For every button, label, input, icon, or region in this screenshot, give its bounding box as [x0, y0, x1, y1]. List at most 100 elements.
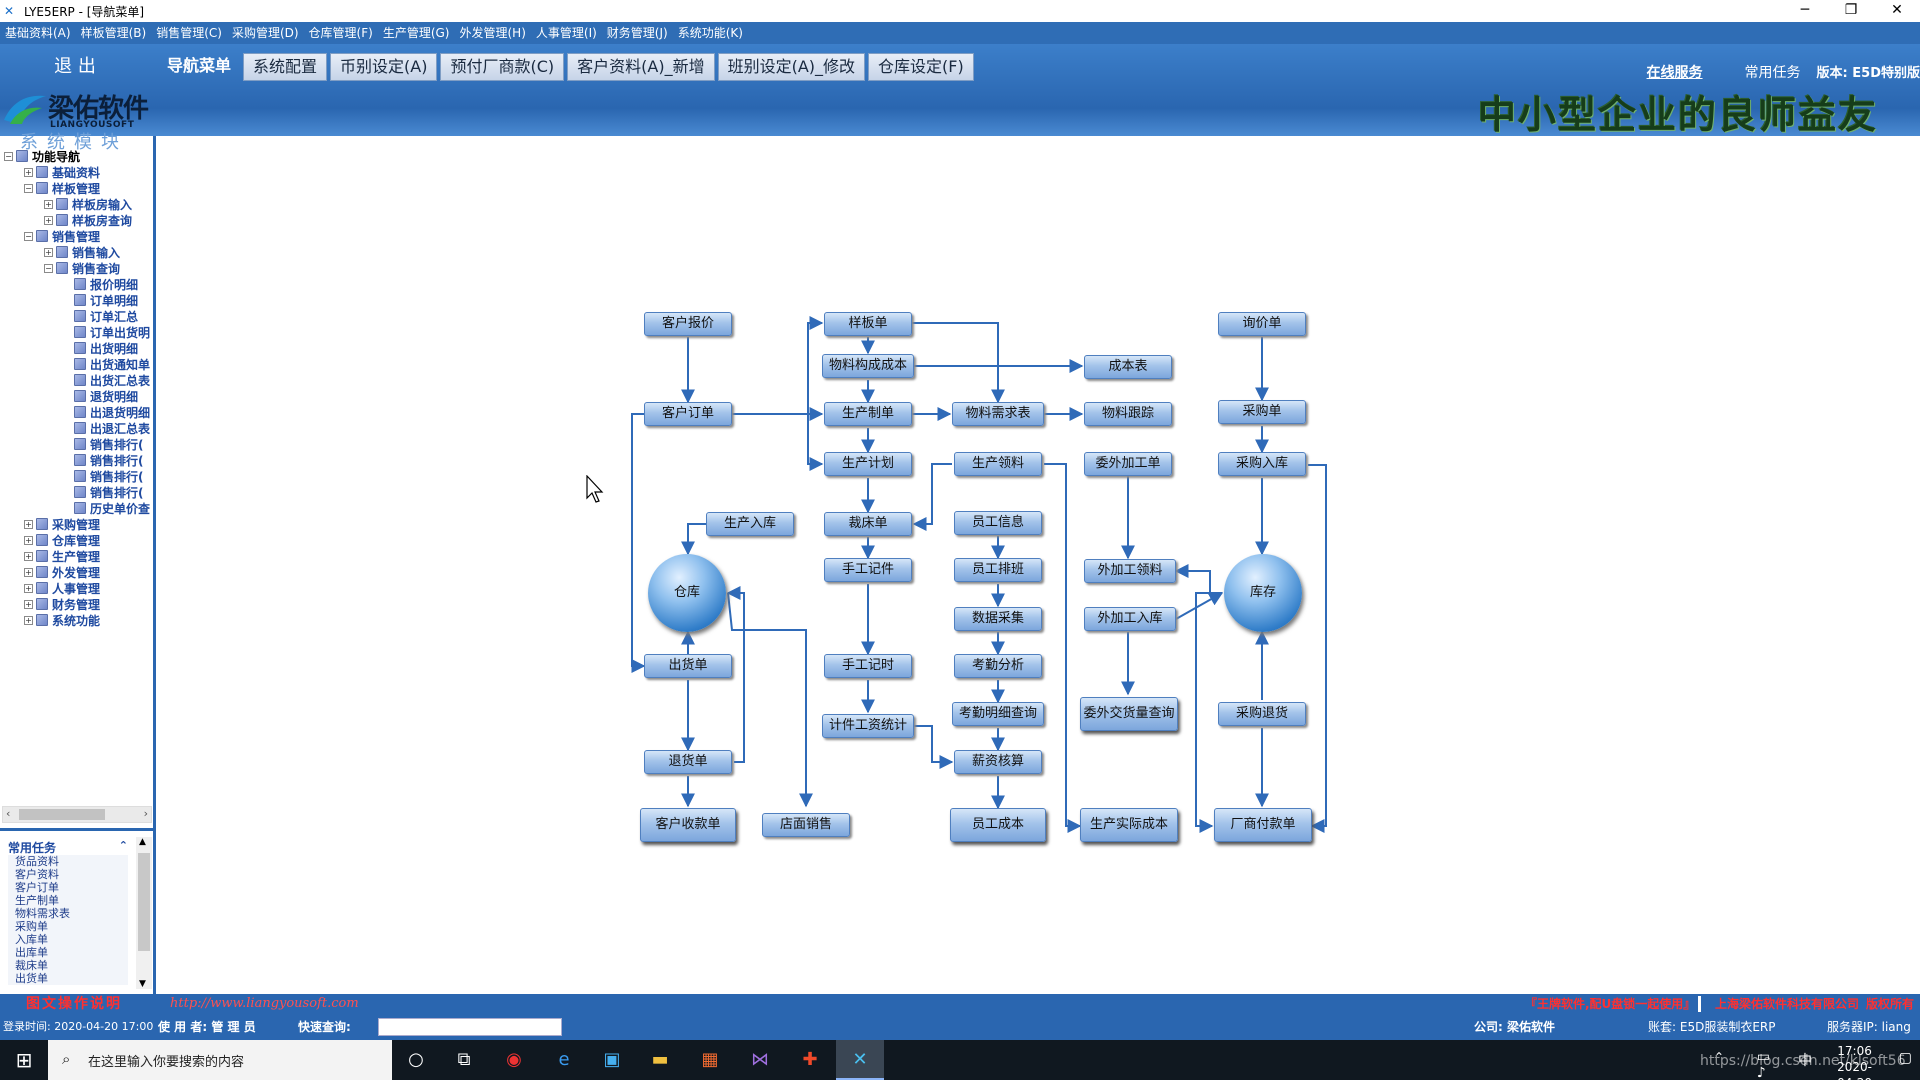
flow-node-purchase-return[interactable]: 采购退货: [1218, 702, 1306, 726]
clock[interactable]: 17:06 2020-04-20: [1837, 1043, 1872, 1080]
expand-icon[interactable]: +: [44, 199, 53, 209]
tree-node[interactable]: 历史单价查: [62, 500, 150, 516]
tree-node[interactable]: −样板管理: [24, 180, 100, 196]
tray-expand-icon[interactable]: ⌃: [1713, 1050, 1724, 1064]
flow-node-material-cost[interactable]: 物料构成成本: [822, 354, 914, 378]
tree-node[interactable]: 出货明细: [62, 340, 138, 356]
flow-node-cost-table[interactable]: 成本表: [1084, 355, 1172, 379]
expand-icon[interactable]: +: [24, 167, 33, 177]
flow-node-manual-piece[interactable]: 手工记件: [824, 558, 912, 582]
taskbar-search[interactable]: ⌕ 在这里输入你要搜索的内容: [48, 1040, 392, 1080]
menu-item[interactable]: 生产管理(G): [382, 26, 450, 40]
menu-item[interactable]: 人事管理(I): [535, 26, 597, 40]
tree-node[interactable]: 报价明细: [62, 276, 138, 292]
store-icon[interactable]: ▣: [603, 1049, 621, 1070]
collapse-icon[interactable]: −: [24, 183, 33, 193]
cortana-icon[interactable]: ○: [408, 1049, 424, 1070]
tab-4[interactable]: 客户资料(A)_新增: [567, 53, 715, 81]
flow-node-customer-order[interactable]: 客户订单: [644, 402, 732, 426]
tree-node[interactable]: +仓库管理: [24, 532, 100, 548]
flow-node-warehouse[interactable]: 仓库: [648, 554, 726, 632]
menu-item[interactable]: 财务管理(J): [606, 26, 668, 40]
flow-node-data-collection[interactable]: 数据采集: [954, 607, 1042, 631]
scroll-down-icon[interactable]: ▼: [139, 979, 146, 989]
flow-node-attendance-detail[interactable]: 考勤明细查询: [952, 702, 1044, 726]
expand-icon[interactable]: +: [24, 567, 33, 577]
scroll-up-icon[interactable]: ▲: [139, 837, 146, 847]
tasks-header[interactable]: 常用任务 ⌃: [8, 839, 128, 855]
scroll-thumb[interactable]: [138, 853, 150, 951]
tasks-vertical-scrollbar[interactable]: ▲ ▼: [136, 837, 152, 989]
close-icon[interactable]: ✕: [1891, 2, 1903, 18]
menu-item[interactable]: 仓库管理(F): [308, 26, 373, 40]
common-tasks-link[interactable]: 常用任务: [1744, 65, 1801, 81]
tree-node[interactable]: 销售排行(: [62, 484, 144, 500]
flow-node-inventory[interactable]: 库存: [1224, 554, 1302, 632]
flow-node-outsource-receipt[interactable]: 外加工入库: [1084, 607, 1176, 631]
tree-node[interactable]: −销售查询: [44, 260, 120, 276]
scroll-left-icon[interactable]: ‹: [6, 807, 11, 820]
manual-link[interactable]: 图文操作说明: [26, 996, 122, 1012]
tree-node[interactable]: +基础资料: [24, 164, 100, 180]
menu-item[interactable]: 外发管理(H): [459, 26, 526, 40]
visual-studio-icon[interactable]: ⋈: [751, 1049, 769, 1070]
tab-2[interactable]: 币别设定(A): [330, 53, 438, 81]
tree-node[interactable]: −销售管理: [24, 228, 100, 244]
tree-node[interactable]: +人事管理: [24, 580, 100, 596]
task-item[interactable]: 出库单: [15, 946, 48, 959]
tab-6[interactable]: 仓库设定(F): [868, 53, 974, 81]
ime-indicator[interactable]: 中: [1798, 1053, 1812, 1069]
task-item[interactable]: 物料需求表: [15, 907, 70, 920]
flow-node-cutting-order[interactable]: 裁床单: [824, 512, 912, 536]
flow-node-production-order[interactable]: 生产制单: [824, 402, 912, 426]
flow-node-outsource-order[interactable]: 委外加工单: [1084, 452, 1172, 476]
flow-node-material-tracking[interactable]: 物料跟踪: [1084, 402, 1172, 426]
task-item[interactable]: 客户资料: [15, 868, 59, 881]
collapse-icon[interactable]: −: [24, 231, 33, 241]
expand-icon[interactable]: +: [24, 535, 33, 545]
flow-node-purchase-order[interactable]: 采购单: [1218, 400, 1306, 424]
menu-item[interactable]: 采购管理(D): [231, 26, 299, 40]
tree-node[interactable]: −功能导航: [4, 148, 80, 164]
expand-icon[interactable]: +: [44, 247, 53, 257]
tree-node[interactable]: +系统功能: [24, 612, 100, 628]
tree-node[interactable]: +样板房查询: [44, 212, 132, 228]
flow-node-production-picking[interactable]: 生产领料: [954, 452, 1042, 476]
flow-node-piece-wage-stats[interactable]: 计件工资统计: [822, 714, 914, 738]
tree-horizontal-scrollbar[interactable]: ‹ ›: [2, 806, 152, 823]
flow-node-inquiry[interactable]: 询价单: [1218, 312, 1306, 336]
app-icon[interactable]: ▦: [701, 1049, 719, 1070]
online-service-link[interactable]: 在线服务: [1646, 65, 1703, 81]
task-view-icon[interactable]: ⧉: [457, 1049, 471, 1070]
menu-item[interactable]: 销售管理(C): [156, 26, 222, 40]
task-item[interactable]: 裁床单: [15, 959, 48, 972]
flow-node-employee-cost[interactable]: 员工成本: [950, 808, 1046, 842]
tree-node[interactable]: 退货明细: [62, 388, 138, 404]
flow-node-manual-time[interactable]: 手工记时: [824, 654, 912, 678]
tree-node[interactable]: +销售输入: [44, 244, 120, 260]
expand-icon[interactable]: +: [44, 215, 53, 225]
tree-node[interactable]: +采购管理: [24, 516, 100, 532]
collapse-icon[interactable]: ⌃: [118, 839, 128, 852]
collapse-icon[interactable]: −: [4, 151, 13, 161]
tree-node[interactable]: 订单明细: [62, 292, 138, 308]
tree-node[interactable]: 出货通知单: [62, 356, 150, 372]
tree-node[interactable]: +财务管理: [24, 596, 100, 612]
flow-node-production-plan[interactable]: 生产计划: [824, 452, 912, 476]
tree-node[interactable]: 销售排行(: [62, 468, 144, 484]
flow-node-shipment[interactable]: 出货单: [644, 654, 732, 678]
flow-node-supplier-payment[interactable]: 厂商付款单: [1214, 808, 1312, 842]
task-item[interactable]: 入库单: [15, 933, 48, 946]
flow-node-purchase-receipt[interactable]: 采购入库: [1218, 452, 1306, 476]
tree-node[interactable]: 销售排行(: [62, 452, 144, 468]
expand-icon[interactable]: +: [24, 599, 33, 609]
restore-icon[interactable]: ❐: [1844, 2, 1858, 18]
website-link[interactable]: http://www.liangyousoft.com: [170, 996, 359, 1011]
expand-icon[interactable]: +: [24, 615, 33, 625]
scroll-right-icon[interactable]: ›: [143, 807, 148, 820]
tab-0[interactable]: 导航菜单: [167, 56, 232, 75]
flow-node-production-receipt[interactable]: 生产入库: [706, 512, 794, 536]
expand-icon[interactable]: +: [24, 519, 33, 529]
tree-node[interactable]: +生产管理: [24, 548, 100, 564]
task-item[interactable]: 出货单: [15, 972, 48, 985]
